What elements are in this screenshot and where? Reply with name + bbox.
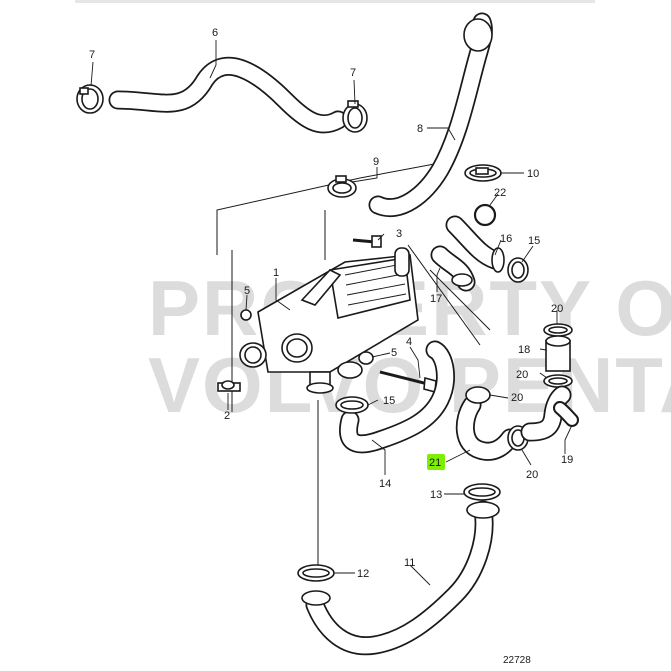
callout-2: 2 xyxy=(224,410,230,422)
callout-9: 9 xyxy=(373,156,379,168)
clamp-15-upper xyxy=(507,257,529,283)
elbow-17 xyxy=(430,245,476,292)
sleeve-18 xyxy=(545,335,571,372)
callout-15-lower: 15 xyxy=(383,395,395,407)
clamp-12 xyxy=(297,564,335,582)
bolt-4 xyxy=(379,370,437,394)
o-ring-22 xyxy=(473,203,497,227)
bolt-3 xyxy=(352,235,382,248)
nut-5-left xyxy=(240,309,252,321)
callout-15-upper: 15 xyxy=(528,235,540,247)
callout-18: 18 xyxy=(518,344,530,356)
callout-20-lower: 20 xyxy=(526,469,538,481)
callout-20-bottom: 20 xyxy=(516,369,528,381)
callout-14: 14 xyxy=(379,478,391,490)
bolt-2 xyxy=(217,380,241,392)
clamp-9 xyxy=(327,175,357,198)
clamp-20-bottom xyxy=(543,374,573,388)
callout-12: 12 xyxy=(357,568,369,580)
hose-8 xyxy=(368,12,493,218)
callout-22: 22 xyxy=(494,187,506,199)
clamp-13 xyxy=(463,483,501,501)
callout-20-top: 20 xyxy=(551,303,563,315)
callout-10: 10 xyxy=(527,168,539,180)
clamp-15-lower xyxy=(335,396,369,414)
clamp-10 xyxy=(464,164,502,182)
clamp-7-right xyxy=(342,100,368,133)
hose-21 xyxy=(455,395,520,461)
leader-lines xyxy=(90,40,573,586)
callout-19: 19 xyxy=(561,454,573,466)
callout-11: 11 xyxy=(404,557,415,569)
callout-1: 1 xyxy=(273,267,279,279)
hose-11 xyxy=(301,500,500,656)
highlight-box-21 xyxy=(427,454,445,470)
elbow-19 xyxy=(520,385,579,442)
nut-5-right xyxy=(358,351,374,365)
callout-13: 13 xyxy=(430,489,442,501)
clamp-7-left xyxy=(76,84,104,114)
callout-5-right: 5 xyxy=(391,347,397,359)
callout-21: 21 xyxy=(429,457,441,469)
callout-20-mid: 20 xyxy=(511,392,523,404)
callout-4: 4 xyxy=(406,336,412,348)
callout-3: 3 xyxy=(396,228,402,240)
callout-labels: 7 6 7 8 9 10 22 3 16 15 1 5 17 20 4 18 5… xyxy=(89,27,573,580)
callout-5-left: 5 xyxy=(244,285,250,297)
callout-7-left: 7 xyxy=(89,49,95,61)
clamp-20-mid xyxy=(465,386,491,404)
callout-16: 16 xyxy=(500,233,512,245)
heat-exchanger-body xyxy=(239,247,419,394)
callout-8: 8 xyxy=(417,123,423,135)
clamp-near-hose-14 xyxy=(337,361,363,379)
callout-7-right: 7 xyxy=(350,67,356,79)
hose-6 xyxy=(108,56,348,134)
drawing-reference-number: 22728 xyxy=(503,655,531,666)
callout-6: 6 xyxy=(212,27,218,39)
hose-14 xyxy=(339,340,455,454)
callout-17: 17 xyxy=(430,293,442,305)
clamp-20-top xyxy=(543,323,573,337)
top-edge-bar xyxy=(75,0,595,3)
